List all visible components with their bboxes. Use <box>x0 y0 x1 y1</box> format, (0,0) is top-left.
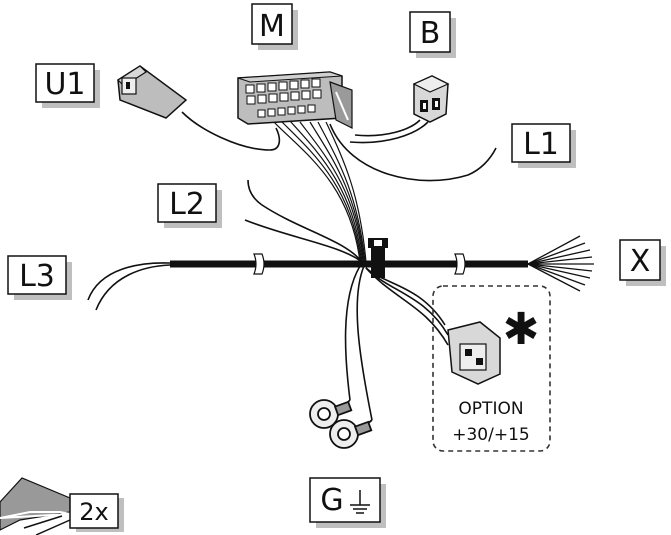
connector-b <box>412 75 450 123</box>
label-l2-text: L2 <box>169 187 205 222</box>
option-voltage: +30/+15 <box>452 425 529 445</box>
label-quantity: 2x <box>69 493 124 532</box>
connector-u1 <box>117 65 188 119</box>
label-l3-text: L3 <box>19 259 55 294</box>
label-b-text: B <box>420 16 441 51</box>
wires-x <box>527 235 594 292</box>
quantity-cable <box>0 477 71 535</box>
label-u1: U1 <box>35 63 100 108</box>
label-g-text: G <box>320 483 343 518</box>
main-trunk-cable <box>170 253 528 275</box>
option-box <box>432 285 551 452</box>
label-m-text: M <box>259 9 285 44</box>
label-l2: L2 <box>157 183 222 228</box>
wire-l1 <box>329 123 497 182</box>
wires-option <box>365 267 449 346</box>
wires-ground <box>344 265 373 421</box>
connector-option <box>447 321 501 385</box>
label-l1: L1 <box>511 123 576 168</box>
label-l3: L3 <box>7 255 72 300</box>
option-title: OPTION <box>458 399 523 419</box>
cable-tie-icon <box>368 238 388 278</box>
label-u1-text: U1 <box>44 67 85 102</box>
label-x-text: X <box>630 244 651 279</box>
wires-m-bundle <box>269 117 367 263</box>
wire-u1 <box>181 111 281 151</box>
quantity-text: 2x <box>79 498 108 526</box>
wires-l3 <box>87 262 171 311</box>
label-l1-text: L1 <box>523 127 559 162</box>
label-x: X <box>619 239 666 286</box>
wire-b <box>349 119 429 144</box>
label-m: M <box>251 3 298 50</box>
ring-terminal-icon <box>309 399 373 449</box>
ground-icon <box>350 490 370 514</box>
connector-m <box>237 71 353 129</box>
label-g: G <box>309 477 386 528</box>
label-b: B <box>409 11 456 58</box>
wires-l2 <box>244 179 363 263</box>
asterisk-icon: ✱ <box>503 304 540 355</box>
